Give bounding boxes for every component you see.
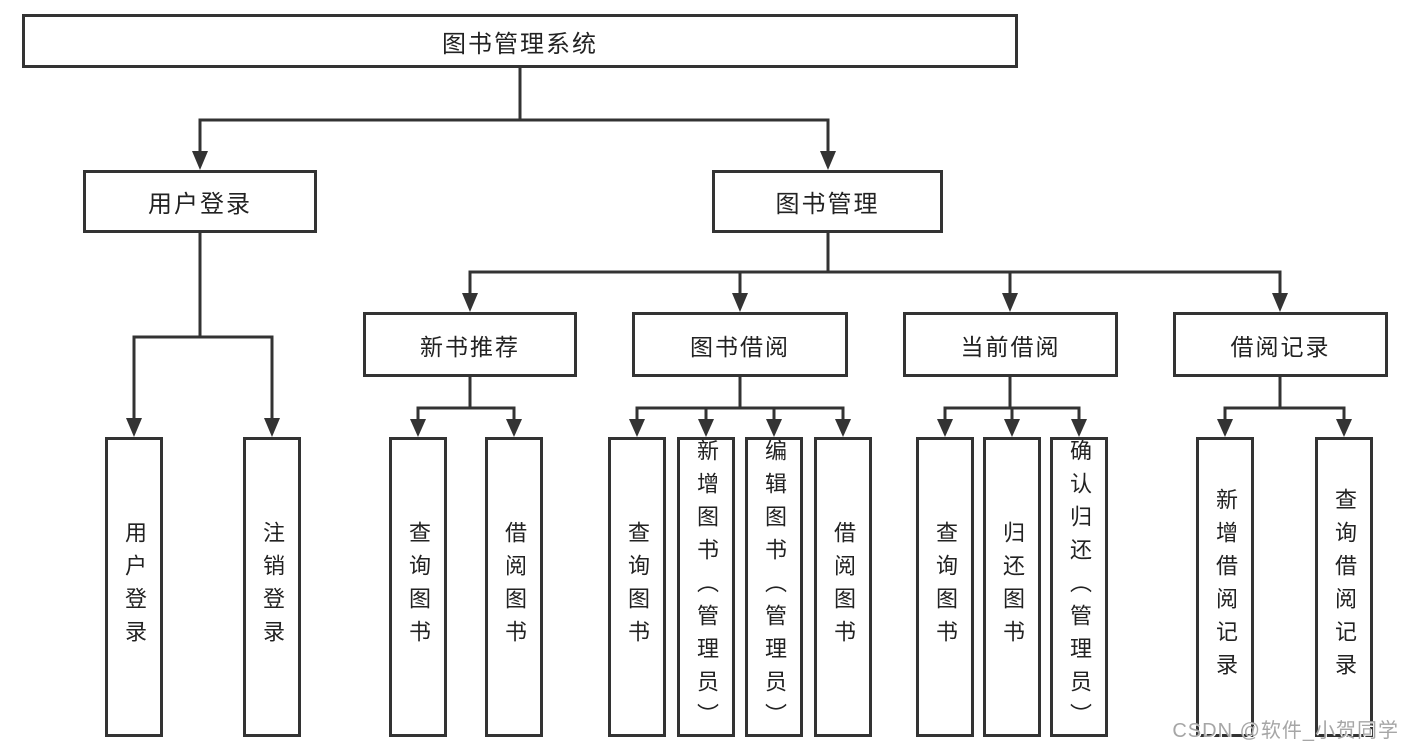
leaf-query-books-current-label: 查询图书 [933, 521, 958, 653]
leaf-logout-label: 注销登录 [260, 521, 285, 653]
leaf-add-borrow-record-label: 新增借阅记录 [1213, 488, 1238, 686]
leaf-borrow-books: 借阅图书 [814, 437, 872, 737]
leaf-user-login: 用户登录 [105, 437, 163, 737]
node-borrowing-records: 借阅记录 [1173, 312, 1388, 377]
leaf-add-borrow-record: 新增借阅记录 [1196, 437, 1254, 737]
leaf-edit-books-admin-label: 编辑图书（管理员） [762, 438, 787, 736]
node-new-book-recommendation: 新书推荐 [363, 312, 577, 377]
csdn-watermark: CSDN @软件_小贺同学 [1172, 720, 1399, 742]
leaf-borrow-books-recommend-label: 借阅图书 [502, 521, 527, 653]
leaf-confirm-return-admin-label: 确认归还（管理员） [1067, 438, 1092, 736]
leaf-confirm-return-admin: 确认归还（管理员） [1050, 437, 1108, 737]
node-user-login: 用户登录 [83, 170, 317, 233]
leaf-borrow-books-label: 借阅图书 [831, 521, 856, 653]
leaf-add-books-admin: 新增图书（管理员） [677, 437, 735, 737]
leaf-edit-books-admin: 编辑图书（管理员） [745, 437, 803, 737]
leaf-return-books: 归还图书 [983, 437, 1041, 737]
leaf-query-books-borrow: 查询图书 [608, 437, 666, 737]
leaf-add-books-admin-label: 新增图书（管理员） [694, 438, 719, 736]
node-library-system: 图书管理系统 [22, 14, 1018, 68]
leaf-logout: 注销登录 [243, 437, 301, 737]
leaf-query-books-recommend-label: 查询图书 [406, 521, 431, 653]
node-book-management: 图书管理 [712, 170, 943, 233]
leaf-user-login-label: 用户登录 [122, 521, 147, 653]
leaf-query-books-borrow-label: 查询图书 [625, 521, 650, 653]
node-current-borrowing: 当前借阅 [903, 312, 1118, 377]
leaf-query-books-current: 查询图书 [916, 437, 974, 737]
node-book-borrowing: 图书借阅 [632, 312, 848, 377]
leaf-query-books-recommend: 查询图书 [389, 437, 447, 737]
leaf-return-books-label: 归还图书 [1000, 521, 1025, 653]
leaf-query-borrow-record: 查询借阅记录 [1315, 437, 1373, 737]
leaf-query-borrow-record-label: 查询借阅记录 [1332, 488, 1357, 686]
leaf-borrow-books-recommend: 借阅图书 [485, 437, 543, 737]
